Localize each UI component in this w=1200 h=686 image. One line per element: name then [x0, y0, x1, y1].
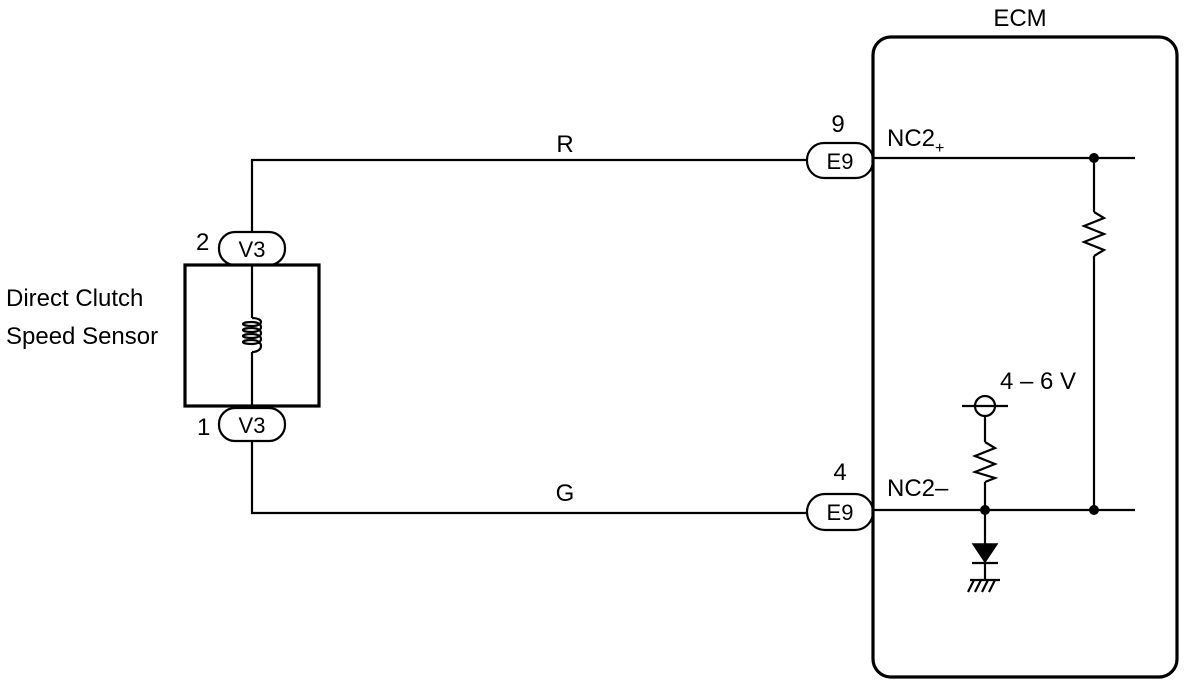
- connector-e9-top-code: E9: [827, 149, 854, 174]
- connector-v3-bottom-code: V3: [239, 413, 266, 438]
- connector-e9-bottom-pin: 4: [833, 459, 846, 486]
- wire-r-label: R: [556, 131, 573, 158]
- connector-v3-top-code: V3: [239, 237, 266, 262]
- wire-r: [250, 158, 807, 232]
- terminal-nc2-minus: NC2–: [887, 475, 949, 502]
- connector-e9-bottom: [805, 492, 875, 532]
- ecm-title: ECM: [993, 5, 1046, 32]
- connector-e9-bottom-code: E9: [827, 500, 854, 525]
- wire-g: [250, 441, 807, 515]
- resistor-icon: [1081, 211, 1107, 257]
- sensor-label-line1: Direct Clutch: [6, 285, 143, 312]
- pullup-resistor-icon: [971, 441, 999, 484]
- connector-v3-bottom-pin: 1: [197, 414, 210, 441]
- voltage-label: 4 – 6 V: [1000, 368, 1076, 395]
- connector-e9-top-pin: 9: [831, 111, 844, 138]
- connector-e9-top: [805, 141, 875, 180]
- terminal-nc2-plus: NC2+: [887, 125, 944, 157]
- wire-g-label: G: [556, 480, 575, 507]
- sensor-label-line2: Speed Sensor: [6, 323, 158, 350]
- ground-icon: [967, 578, 1000, 593]
- connector-v3-top-pin: 2: [196, 229, 209, 256]
- ecm-box: [871, 35, 1179, 679]
- diode-icon: [971, 543, 999, 564]
- coil-icon: [241, 316, 263, 354]
